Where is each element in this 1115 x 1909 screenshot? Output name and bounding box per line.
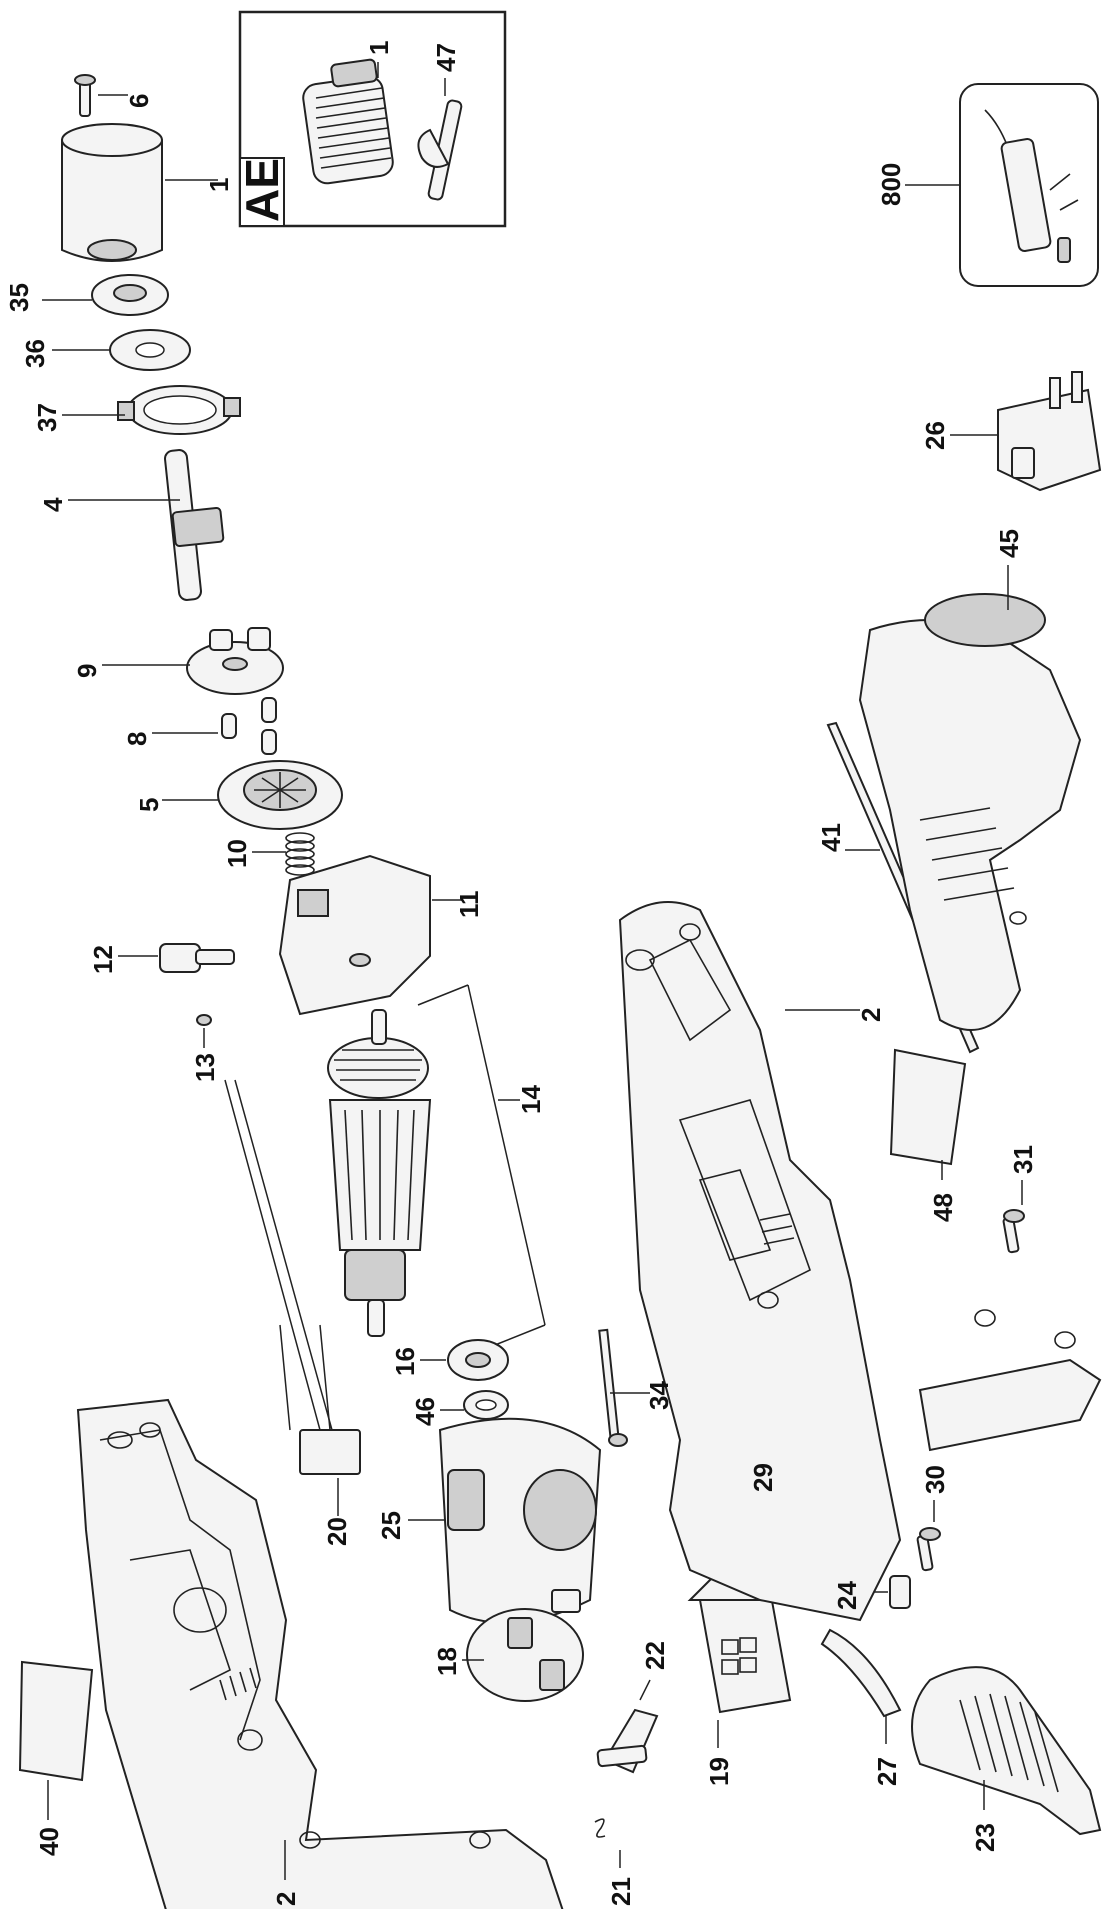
part-label-46: 46 [410, 1397, 440, 1426]
ae-inset-box: AE [236, 10, 507, 228]
part-label-16: 16 [390, 1347, 420, 1376]
inset-part-label-47: 47 [431, 43, 461, 72]
selector-12-drawing [118, 943, 235, 973]
housing-half-right-2-drawing [618, 901, 1102, 1622]
screw-30-drawing [916, 1500, 941, 1572]
part-label-36: 36 [20, 339, 50, 368]
bearing-46-drawing [440, 1390, 509, 1420]
part-label-13: 13 [190, 1053, 220, 1082]
cord-27-drawing [820, 1628, 902, 1744]
ae-inset-label: AE [236, 158, 288, 222]
part-label-1: 1 [204, 178, 234, 192]
part-label-31: 31 [1008, 1145, 1038, 1174]
part-label-10: 10 [222, 839, 252, 868]
ball-13-drawing [196, 1014, 212, 1048]
part-label-9: 9 [72, 664, 102, 678]
part-label-23: 23 [970, 1823, 1000, 1852]
part-label-45: 45 [994, 529, 1024, 558]
intermediate-plate-11-drawing [278, 854, 462, 1016]
armature-14-drawing [327, 984, 546, 1346]
part-label-2-right: 2 [856, 1008, 886, 1022]
keyless-chuck-1-drawing [61, 123, 218, 262]
screw-31-drawing [1002, 1180, 1025, 1254]
part-label-41: 41 [816, 823, 846, 852]
part-label-14: 14 [516, 1085, 546, 1114]
label-plate-48-drawing [889, 1048, 967, 1180]
part-label-5: 5 [134, 798, 164, 812]
brush-holder-20-drawing [224, 1079, 361, 1516]
housing-half-left-2-drawing [76, 1398, 564, 1909]
inset-chuck-drawing [302, 58, 394, 185]
part-label-8: 8 [122, 732, 152, 746]
screw-34-drawing [598, 1328, 650, 1447]
spindle-4-drawing [68, 449, 225, 601]
gear-housing-5-drawing [162, 760, 343, 830]
part-label-4: 4 [38, 497, 68, 512]
bearing-16-drawing [420, 1339, 509, 1381]
reverse-lever-22-drawing [596, 1679, 659, 1774]
part-label-35: 35 [4, 283, 34, 312]
part-label-26: 26 [920, 421, 950, 450]
screw-6-drawing [74, 74, 128, 117]
part-label-27: 27 [872, 1757, 902, 1786]
part-label-34: 34 [644, 1381, 674, 1410]
part-label-18: 18 [432, 1647, 462, 1676]
brush-plate-18-drawing [462, 1589, 584, 1702]
part-label-29: 29 [748, 1463, 778, 1492]
side-handle-45-drawing [858, 565, 1082, 1031]
washer-36-drawing [52, 329, 191, 371]
gear-plate-9-drawing [102, 627, 284, 695]
part-label-25: 25 [376, 1511, 406, 1540]
plug-26-drawing [950, 371, 1102, 492]
part-label-30: 30 [920, 1465, 950, 1494]
part-labels: 1 47 6 1 35 36 37 4 9 8 5 10 12 13 11 14… [4, 41, 1038, 1906]
part-label-6: 6 [124, 94, 154, 108]
part-label-20: 20 [322, 1517, 352, 1546]
part-label-40: 40 [34, 1827, 64, 1856]
part-label-2-left: 2 [271, 1892, 301, 1906]
spring-21-drawing [594, 1818, 621, 1868]
bearing-nut-37-drawing [62, 385, 241, 435]
part-label-22: 22 [640, 1641, 670, 1670]
part-label-11: 11 [454, 891, 484, 919]
inset-part-label-1: 1 [364, 41, 394, 55]
label-plate-40-drawing [18, 1660, 94, 1820]
part-label-800: 800 [876, 163, 906, 206]
pins-8-drawing [152, 697, 277, 755]
cord-set-800-drawing [905, 83, 1099, 287]
part-label-19: 19 [704, 1757, 734, 1786]
part-label-12: 12 [88, 945, 118, 974]
spring-10-drawing [252, 832, 315, 876]
cord-protector-23-drawing [911, 1666, 1102, 1836]
washer-35-drawing [42, 274, 169, 316]
part-label-21: 21 [606, 1877, 636, 1906]
part-label-37: 37 [32, 403, 62, 432]
part-label-24: 24 [832, 1581, 862, 1610]
inset-chuck-key-drawing [417, 99, 463, 201]
field-25-drawing [408, 1417, 602, 1624]
part-label-48: 48 [928, 1193, 958, 1222]
